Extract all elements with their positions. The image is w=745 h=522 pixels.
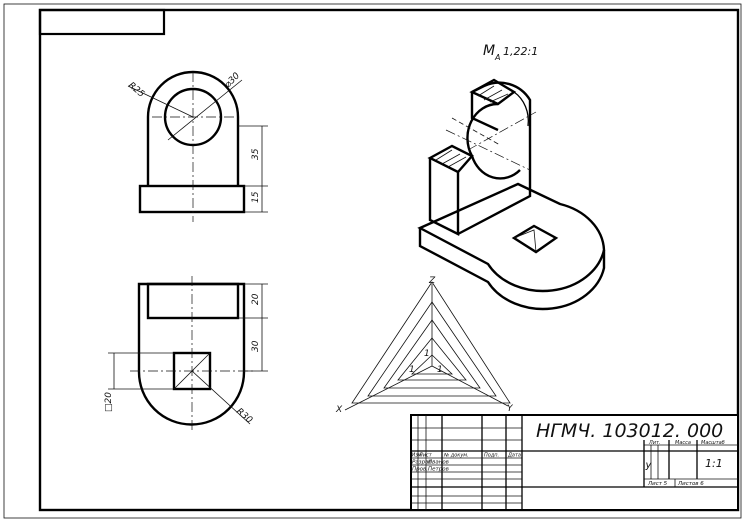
axis-x-line bbox=[344, 365, 433, 411]
r30-leader bbox=[191, 370, 251, 425]
triangle-4 bbox=[397, 337, 467, 381]
iso-base-side bbox=[418, 228, 606, 311]
title-block-frame bbox=[410, 414, 739, 511]
scale-note: M A 1,22:1 bbox=[483, 43, 538, 62]
iso-axis-1 bbox=[445, 129, 531, 171]
role-developer: Разраб. bbox=[412, 460, 434, 466]
axonometric-triangle: Z X Y 1 1 1 bbox=[335, 276, 514, 415]
iso-base-top bbox=[417, 182, 606, 293]
axis-mark-2: 1 bbox=[409, 365, 415, 375]
role-checker: Пров. bbox=[412, 467, 428, 473]
drawing-frame bbox=[38, 8, 740, 512]
front-base bbox=[138, 184, 246, 214]
col-list: Лист bbox=[418, 453, 433, 459]
sq-dim-label: □20 bbox=[104, 392, 114, 412]
dim-15-label: 15 bbox=[251, 191, 261, 203]
front-view: R25 ⌀30 35 15 bbox=[126, 70, 268, 222]
axis-z-label: Z bbox=[428, 276, 436, 286]
iso-hatch-lower bbox=[435, 149, 467, 168]
iso-bore-back bbox=[513, 91, 529, 127]
axis-mark-1: 1 bbox=[424, 349, 430, 359]
iso-hidden-1 bbox=[451, 117, 501, 146]
triangle-3 bbox=[383, 319, 481, 389]
sheets-label: Листов 6 bbox=[677, 481, 704, 487]
top-upright bbox=[146, 282, 240, 320]
isometric-view bbox=[417, 78, 606, 311]
col-date: Дата bbox=[507, 453, 521, 459]
scale-label: Масштаб bbox=[701, 440, 725, 446]
triangle-2 bbox=[367, 301, 497, 397]
r30-label: R30 bbox=[234, 407, 254, 426]
lit-label: Лит. bbox=[648, 440, 661, 446]
axis-mark-3: 1 bbox=[437, 365, 443, 375]
iso-bore-edge bbox=[466, 102, 521, 180]
iso-upright-front-left bbox=[428, 158, 460, 236]
diameter-leader bbox=[167, 79, 243, 141]
mass-label: Масса bbox=[675, 440, 691, 446]
triangle-outer bbox=[351, 281, 511, 404]
iso-square-hole bbox=[511, 224, 559, 254]
iso-square-hole-inner bbox=[513, 229, 537, 253]
scale-note-subscript: A bbox=[494, 53, 500, 62]
iso-axis-2 bbox=[467, 111, 537, 151]
top-corner-box bbox=[38, 8, 166, 36]
lit-value: у bbox=[645, 460, 653, 471]
top-outline bbox=[137, 282, 246, 426]
trim-line bbox=[3, 3, 742, 519]
dim-30-label: 30 bbox=[251, 340, 261, 352]
sheet-label: Лист 5 bbox=[647, 481, 668, 487]
col-izm: Изм bbox=[412, 453, 422, 459]
axis-x-label: X bbox=[335, 405, 343, 415]
scale-note-letter: M bbox=[483, 43, 495, 59]
triangle-5 bbox=[410, 354, 454, 375]
iso-hatch-upper bbox=[477, 85, 509, 103]
top-view: 20 30 □20 R30 bbox=[104, 276, 268, 430]
title-block: НГМЧ. 103012. 000 Изм Лист № докум. Подп… bbox=[410, 414, 739, 511]
col-sign: Подп. bbox=[484, 453, 499, 459]
scale-value: 1:1 bbox=[705, 457, 723, 470]
axis-y-label: Y bbox=[507, 404, 514, 414]
scale-note-ratio: 1,22:1 bbox=[503, 45, 538, 58]
name-developer: Иванов bbox=[428, 460, 449, 466]
designation: НГМЧ. 103012. 000 bbox=[536, 420, 723, 442]
diameter-label: ⌀30 bbox=[223, 71, 242, 90]
col-doc: № докум. bbox=[443, 453, 469, 459]
dim-35-label: 35 bbox=[251, 148, 261, 160]
name-checker: Петров bbox=[428, 467, 449, 473]
r25-leader bbox=[127, 85, 194, 118]
r25-label: R25 bbox=[126, 81, 146, 100]
dim-20-label: 20 bbox=[251, 293, 261, 305]
axis-y-line bbox=[431, 365, 509, 407]
